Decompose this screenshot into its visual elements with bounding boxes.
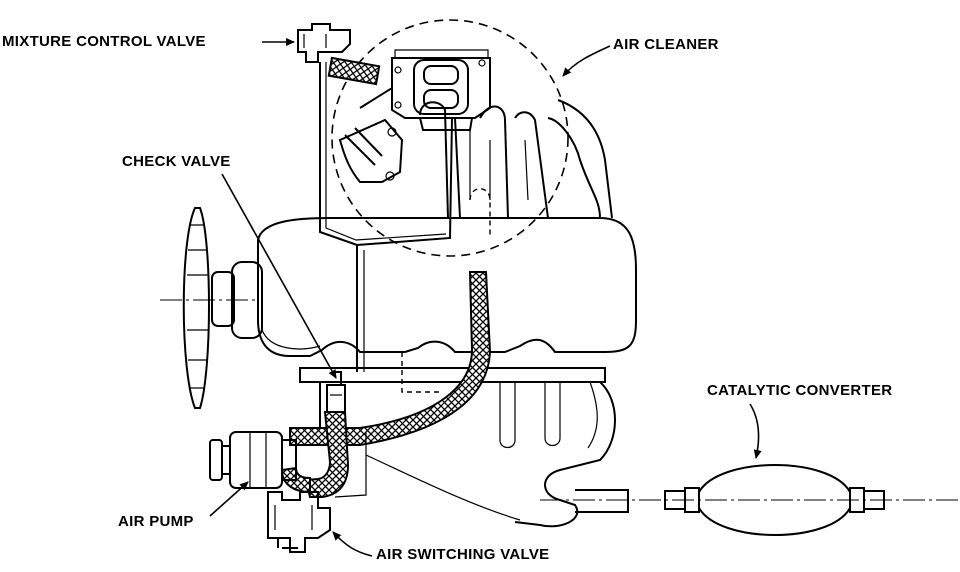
label-catalytic-converter: CATALYTIC CONVERTER [707, 382, 892, 399]
pointer-check-valve [221, 173, 337, 379]
air-pump [209, 431, 297, 489]
check-valve [326, 245, 365, 413]
lower-block [299, 367, 606, 383]
label-air-switching-valve: AIR SWITCHING VALVE [376, 546, 549, 563]
pointer-air-switching-valve [332, 531, 373, 557]
catalytic-converter [664, 464, 885, 536]
engine [160, 207, 960, 528]
pump-hose [304, 411, 350, 498]
intake-manifold [419, 99, 613, 235]
label-check-valve: CHECK VALVE [122, 153, 231, 170]
label-air-pump: AIR PUMP [118, 513, 194, 530]
carburetor [391, 49, 491, 131]
mixture-control-valve [297, 23, 453, 247]
throttle-body [338, 86, 404, 183]
pointer-air-pump [209, 481, 249, 517]
pointer-catalytic-converter [749, 403, 762, 459]
fan [182, 207, 263, 409]
air-switching-valve [267, 491, 331, 553]
label-air-cleaner: AIR CLEANER [613, 36, 719, 53]
label-mixture-control-valve: MIXTURE CONTROL VALVE [2, 33, 206, 50]
pointer-air-cleaner [562, 45, 611, 77]
air-cleaner-outline [331, 19, 569, 257]
engine-block [257, 217, 637, 357]
air-hose [289, 271, 492, 446]
